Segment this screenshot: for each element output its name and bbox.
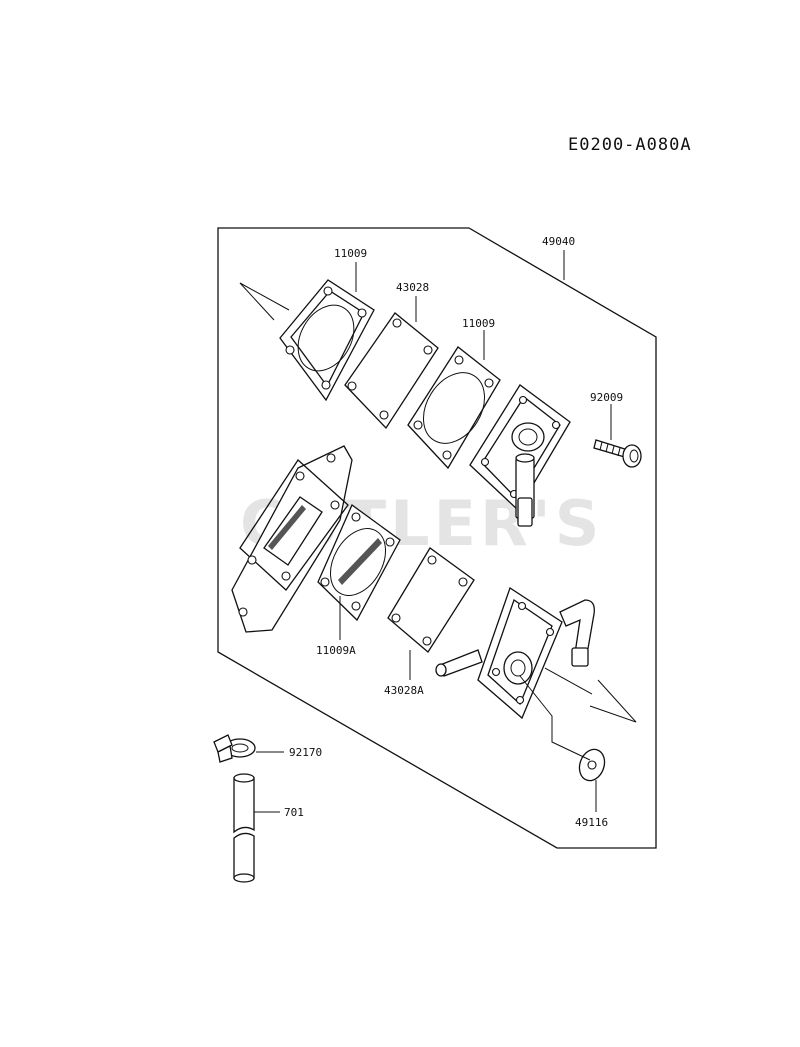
label-701: 701 — [284, 806, 304, 819]
assembly-frame — [217, 227, 657, 849]
diaphragm-43028A[interactable] — [387, 547, 475, 653]
pump-upper-body[interactable] — [469, 384, 571, 527]
leader-lines — [254, 250, 612, 813]
label-92009: 92009 — [590, 391, 623, 404]
label-49040: 49040 — [542, 235, 575, 248]
gasket-11009-second[interactable] — [407, 346, 501, 470]
label-92170: 92170 — [289, 746, 322, 759]
label-11009-top: 11009 — [334, 247, 367, 260]
label-11009-second: 11009 — [462, 317, 495, 330]
label-43028A: 43028A — [384, 684, 424, 697]
diagram-code: E0200-A080A — [568, 135, 692, 155]
gasket-11009A[interactable] — [317, 503, 401, 622]
hose-701[interactable] — [233, 773, 255, 883]
label-43028: 43028 — [396, 281, 429, 294]
direction-arrow-top — [239, 282, 290, 321]
pump-lower-body[interactable] — [435, 587, 595, 720]
valve-49116[interactable] — [575, 746, 608, 784]
label-11009A: 11009A — [316, 644, 356, 657]
diaphragm-43028-top[interactable] — [344, 312, 439, 430]
direction-arrow-bottom — [544, 667, 637, 723]
gasket-11009-top[interactable] — [279, 279, 375, 402]
screw-92009[interactable] — [593, 439, 642, 468]
label-49116: 49116 — [575, 816, 608, 829]
pump-lower-flange[interactable] — [231, 445, 353, 633]
clamp-92170[interactable] — [213, 734, 256, 763]
